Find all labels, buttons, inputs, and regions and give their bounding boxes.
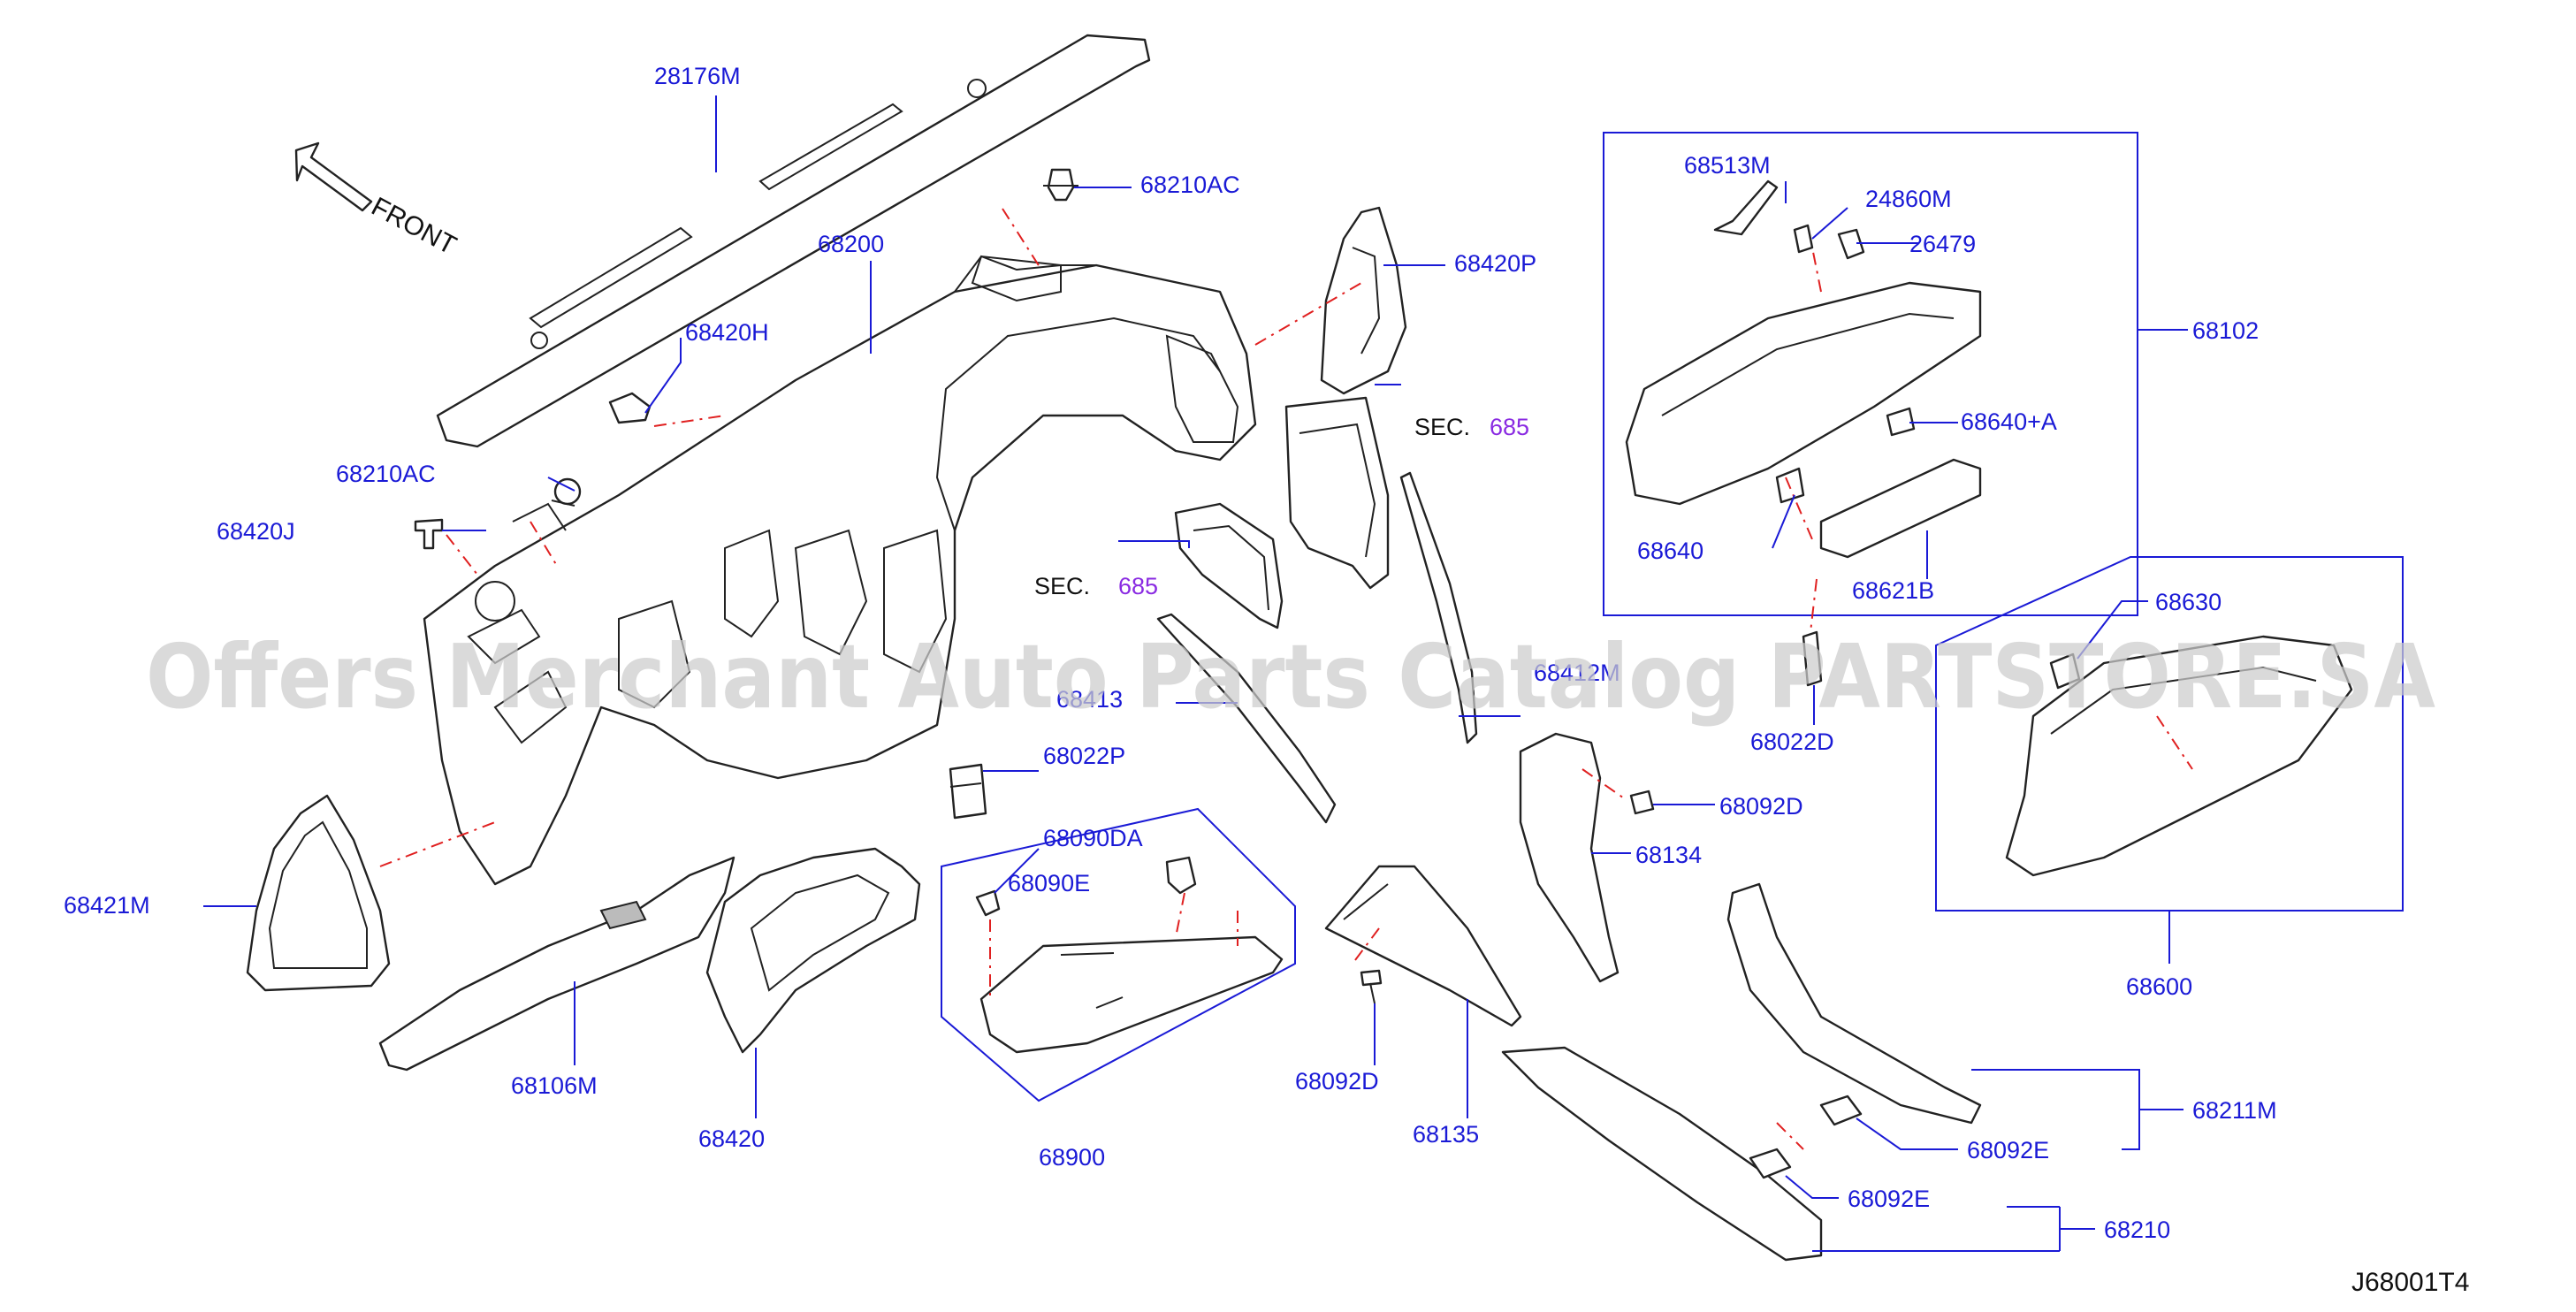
label-68621b: 68621B [1852,577,1934,604]
cluster-lid-68420 [705,847,921,1054]
lower-trim-68210 [1501,1046,1823,1262]
defroster-panel-28176m [436,34,1151,448]
label-68210ac-top: 68210AC [1140,172,1240,198]
label-68106m: 68106M [511,1072,598,1099]
clip-68420h [608,392,652,424]
glovebox-lower-group-box [1935,556,2404,912]
vent-bezel-68421m [246,794,391,992]
label-68092d-upper: 68092D [1719,793,1803,820]
front-arrow-icon [294,141,373,212]
label-68420h: 68420H [685,319,769,346]
lower-panel-68106m [378,856,735,1072]
clip-68022p [949,763,987,820]
label-68092d-lower: 68092D [1295,1068,1379,1095]
bolt-68092d-upper [1629,789,1655,815]
label-68210: 68210 [2104,1217,2170,1243]
label-68412m: 68412M [1534,660,1620,686]
label-68092e-upper: 68092E [1967,1137,2049,1163]
diagram-reference-code: J68001T4 [2351,1268,2469,1297]
label-68421m: 68421M [64,892,150,919]
pin-68022d [1802,630,1823,687]
section-ref-upper: SEC. 685 [1414,414,1529,440]
label-68210ac-left: 68210AC [336,461,436,487]
clip-68210ac-top [1043,168,1078,202]
label-68135: 68135 [1413,1121,1479,1148]
label-24860m: 24860M [1865,186,1952,212]
label-68022p: 68022P [1043,743,1125,769]
leader-lines [203,95,2188,1252]
label-26479: 26479 [1909,231,1976,257]
part-labels: 28176M 68210AC 68200 68420P 68420H 68210… [64,63,2277,1243]
label-68022d: 68022D [1750,728,1834,755]
label-68640: 68640 [1637,538,1703,564]
clip-68420j [414,518,444,550]
vent-duct-upper [1284,396,1390,590]
label-68211m: 68211M [2192,1097,2277,1124]
section-number: 685 [1118,573,1158,599]
clip-68640a [1886,407,1916,437]
section-prefix: SEC. [1034,573,1090,599]
label-68413: 68413 [1056,686,1123,713]
watermark-text: Offers Merchant Auto Parts Catalog PARTS… [146,625,2435,728]
front-label: FRONT [367,192,461,261]
label-68420p: 68420P [1454,250,1536,277]
section-ref-lower: SEC. 685 [1034,573,1158,599]
label-68134: 68134 [1635,842,1702,868]
vent-duct-lower [1174,502,1284,629]
label-68102: 68102 [2192,317,2259,344]
label-68200: 68200 [818,231,884,257]
side-panel-68134 [1519,732,1620,983]
label-68640a: 68640+A [1961,408,2057,435]
lower-cover-68900 [941,807,1296,1102]
label-68090da: 68090DA [1043,825,1143,851]
label-68900: 68900 [1039,1144,1105,1171]
label-68513m: 68513M [1684,152,1771,179]
glovebox-lid-68621b [1819,458,1982,559]
knee-panel-68135 [1324,865,1522,1027]
side-trim-68420p [1320,206,1407,395]
label-68092e-lower: 68092E [1848,1186,1930,1212]
section-prefix: SEC. [1414,414,1470,440]
clip-68210ac-left [551,477,582,507]
clip-68092e-lower [1749,1148,1792,1179]
label-68600: 68600 [2126,973,2192,1000]
label-68420j: 68420J [217,518,295,545]
label-28176m: 28176M [654,63,741,89]
bolt-68092d-lower [1360,969,1383,1004]
label-68090e: 68090E [1008,870,1090,896]
label-68630: 68630 [2155,589,2222,615]
instrument-panel-68200 [423,255,1257,886]
trim-strip-68412m [1399,471,1478,744]
alignment-lines [379,208,2193,1150]
clip-68092e-upper [1819,1095,1863,1126]
label-68420: 68420 [698,1125,765,1152]
glovebox-group-box [1603,132,2138,616]
trim-68211m [1726,882,1982,1125]
glovebox-lower-68600 [2005,635,2353,877]
section-number: 685 [1490,414,1529,440]
clip-68640 [1775,467,1805,504]
glovebox-68102 [1625,179,1982,506]
trim-strip-68413 [1156,613,1337,824]
